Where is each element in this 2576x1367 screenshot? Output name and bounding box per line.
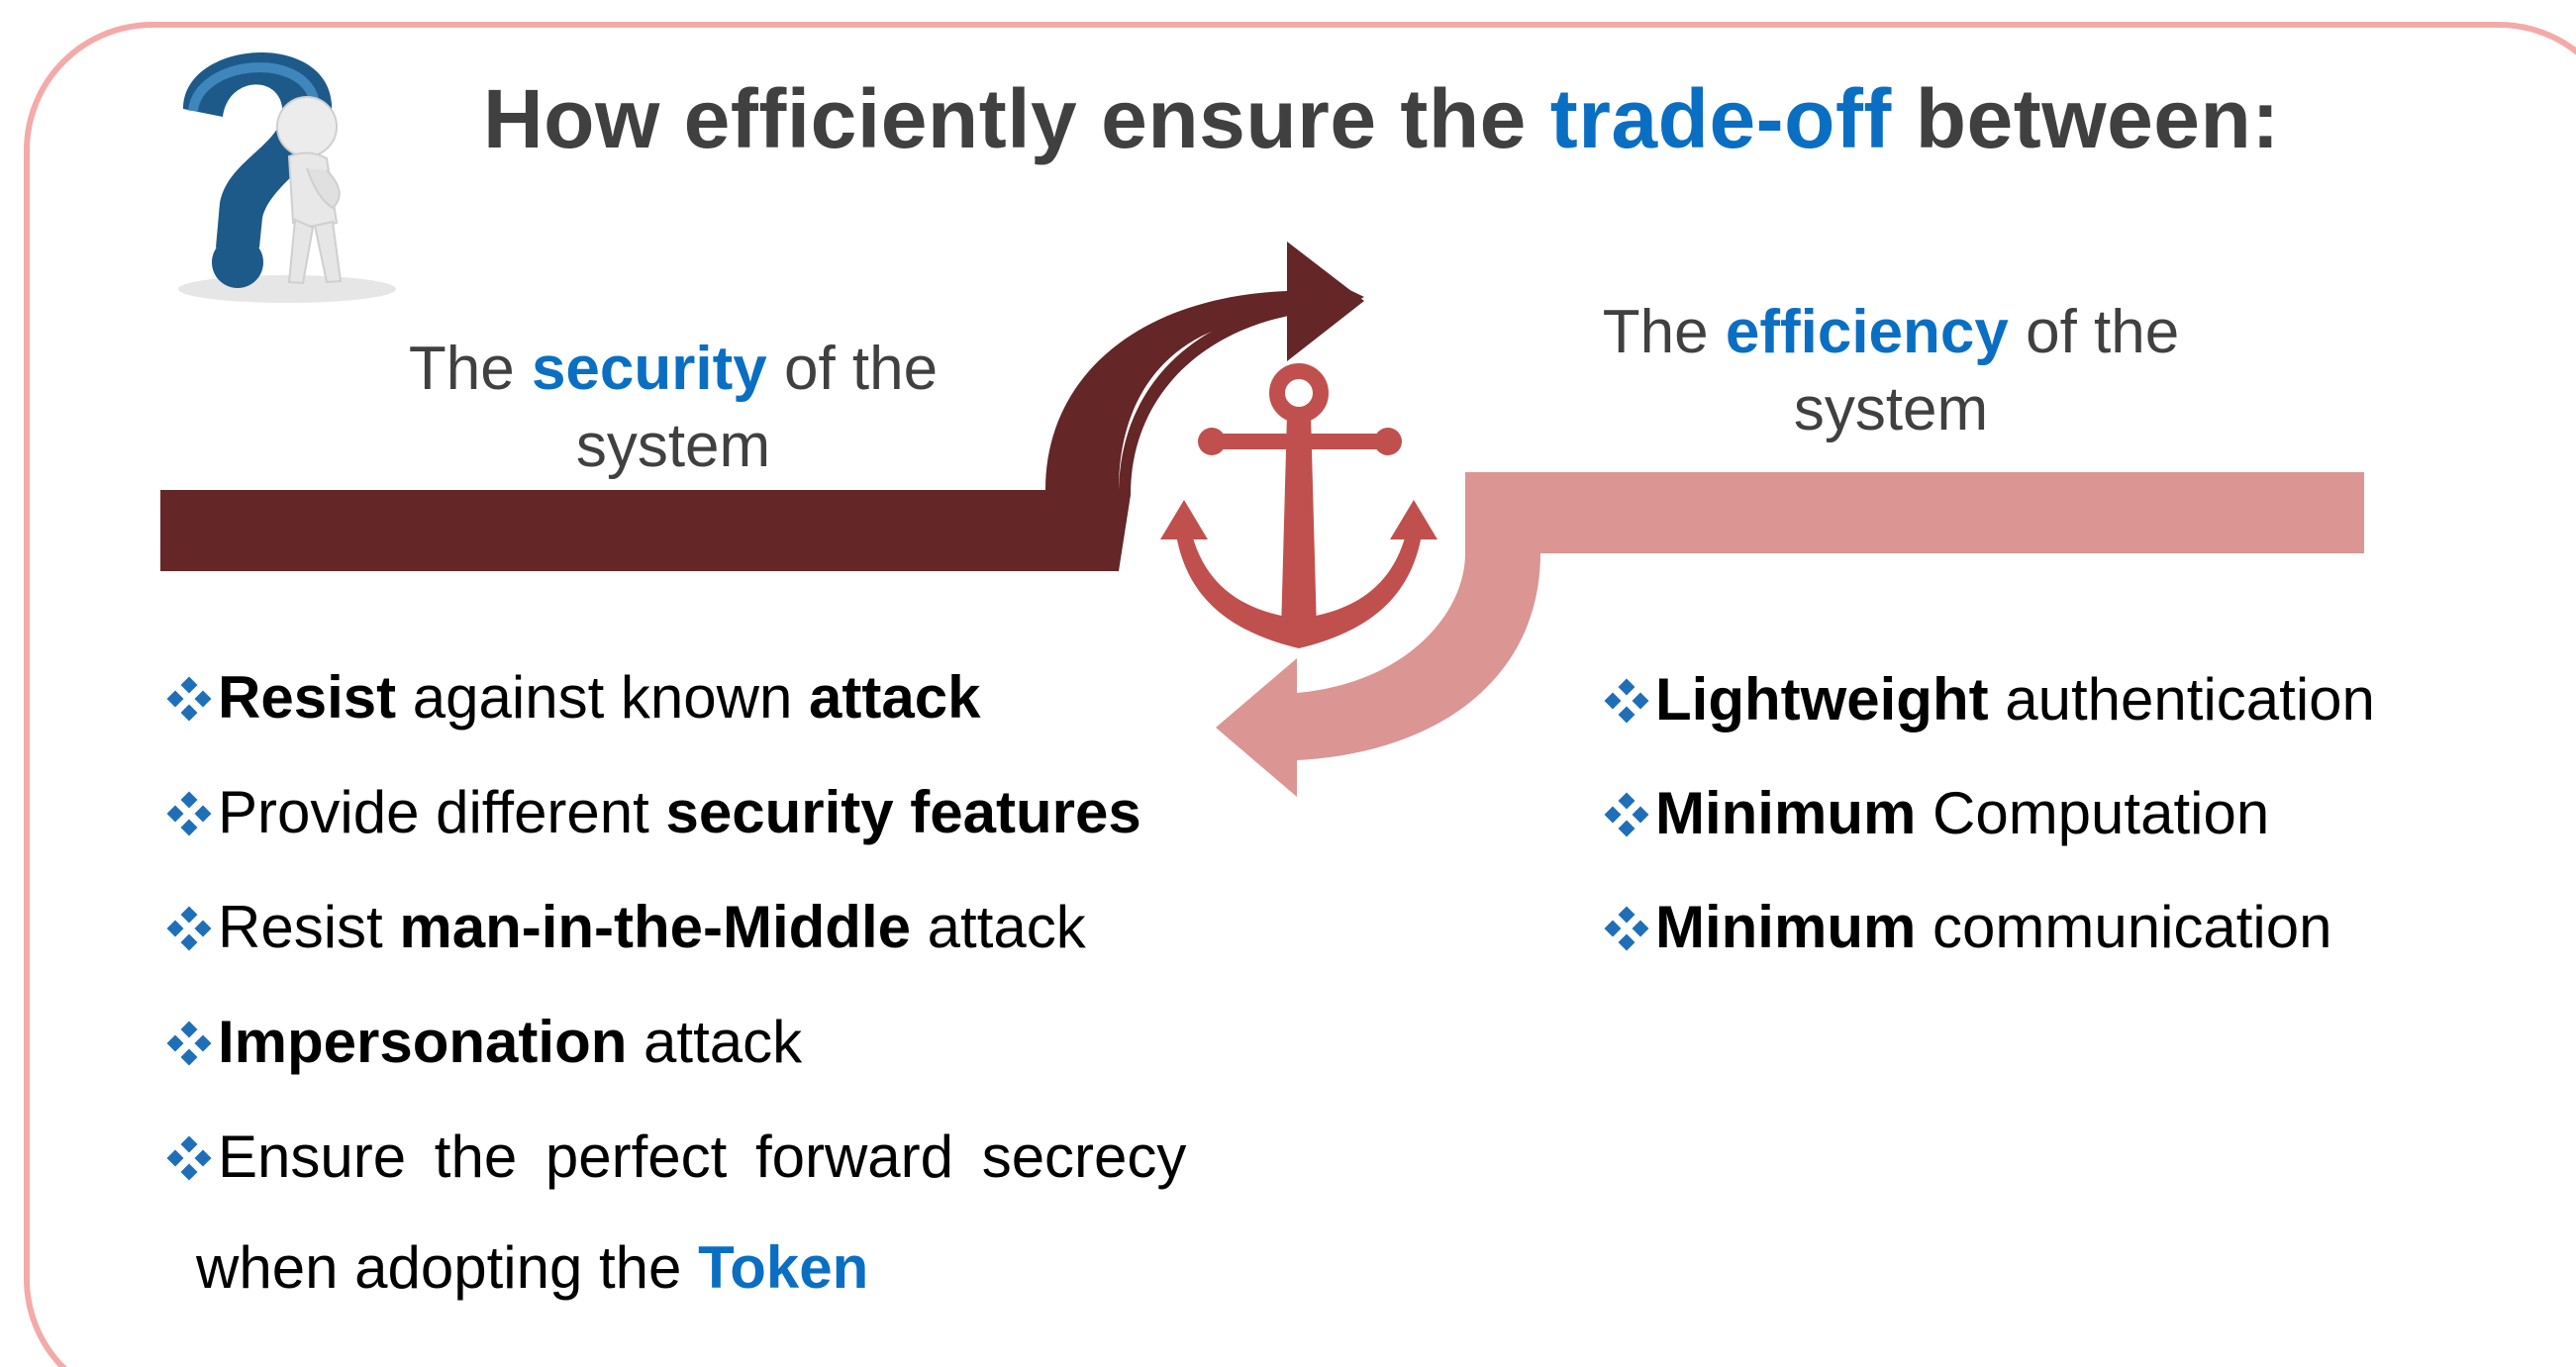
diamond-bullet-icon (166, 1135, 212, 1181)
efficiency-heading-suffix: of the (2026, 298, 2180, 366)
list-item: Provide different security features (166, 778, 1186, 893)
title-prefix: How efficiently ensure the (483, 72, 1527, 165)
diamond-bullet-icon (166, 1021, 212, 1066)
efficiency-heading-line2: system (1793, 375, 1989, 443)
diamond-bullet-icon (1604, 792, 1649, 837)
efficiency-heading-highlight: efficiency (1725, 298, 2009, 366)
list-item: Resist man-in-the-Middle attack (166, 893, 1186, 1008)
security-heading-line2: system (575, 412, 771, 480)
title-highlight: trade-off (1549, 72, 1892, 165)
diamond-bullet-icon (1604, 678, 1649, 724)
efficiency-arrow (1216, 472, 2364, 797)
page-title: How efficiently ensure the trade-off bet… (483, 71, 2280, 167)
security-arrow (160, 242, 1364, 571)
diamond-bullet-icon (1604, 906, 1649, 951)
diamond-bullet-icon (166, 906, 212, 951)
security-list: Resist against known attack Provide diff… (166, 663, 1186, 1237)
list-item: Minimum Computation (1604, 779, 2375, 893)
diamond-bullet-icon (166, 676, 212, 722)
efficiency-list: Lightweight authentication Minimum Compu… (1604, 665, 2375, 1007)
list-item: Ensure the perfect forward secrecy (166, 1123, 1186, 1237)
security-heading-suffix: of the (784, 335, 939, 403)
token-highlight: Token (698, 1234, 869, 1301)
list-item: Lightweight authentication (1604, 665, 2375, 779)
security-heading: The security of the system (327, 331, 1020, 485)
list-item: Minimum communication (1604, 893, 2375, 1007)
rounded-frame (24, 22, 2576, 1367)
question-mark-person-icon (178, 51, 396, 303)
security-heading-prefix: The (408, 335, 515, 403)
security-heading-highlight: security (531, 335, 767, 403)
title-suffix: between: (1915, 72, 2280, 165)
forward-secrecy-text: Ensure the perfect forward secrecy (218, 1123, 1187, 1190)
forward-secrecy-continuation: when adopting the Token (196, 1234, 869, 1301)
list-item: Resist against known attack (166, 663, 1186, 778)
anchor-icon (1160, 363, 1437, 648)
efficiency-heading-prefix: The (1602, 298, 1709, 366)
diamond-bullet-icon (166, 791, 212, 836)
efficiency-heading: The efficiency of the system (1544, 294, 2237, 448)
list-item: Impersonation attack (166, 1008, 1186, 1123)
